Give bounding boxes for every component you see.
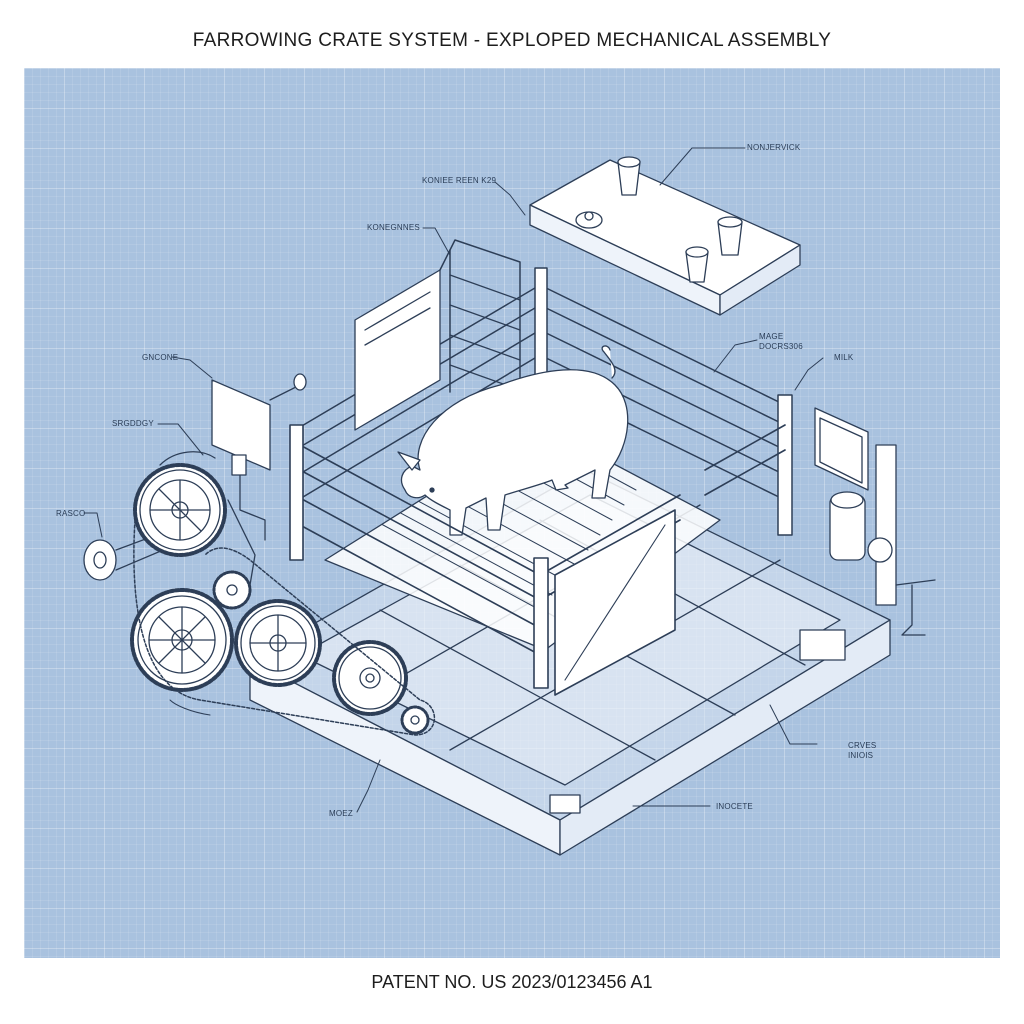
gear-tensioner bbox=[400, 705, 430, 735]
gear-large-bottom bbox=[130, 588, 234, 692]
tray-foot bbox=[549, 794, 581, 814]
tray-latch bbox=[799, 629, 846, 661]
callout-crves-line2: INIOIS bbox=[848, 751, 874, 760]
callout-nonjervick: NONJERVICK bbox=[747, 143, 801, 152]
callout-moez: MOEZ bbox=[329, 809, 353, 818]
callout-gncone: GNCONE bbox=[142, 353, 179, 362]
drive-pulley bbox=[83, 539, 117, 581]
callout-crves-line1: CRVES bbox=[848, 741, 877, 750]
motor-bracket bbox=[211, 373, 307, 541]
gear-small-idler bbox=[212, 570, 252, 610]
callout-rasco: RASCO bbox=[56, 509, 86, 518]
blueprint-sheet: NONJERVICK KONIEE REEN K29 KONEGNNES GNC… bbox=[24, 68, 1000, 958]
callout-konegnnes: KONEGNNES bbox=[367, 223, 420, 232]
callout-mage-line1: MAGE bbox=[759, 332, 784, 341]
gear-middle bbox=[234, 599, 322, 687]
gear-large-top bbox=[133, 463, 227, 557]
callout-mage-line2: DOCRS306 bbox=[759, 342, 803, 351]
callout-incete: INOCETE bbox=[716, 802, 753, 811]
assembly-drawing bbox=[83, 147, 936, 856]
gear-drive bbox=[83, 451, 436, 736]
callout-mage: MAGE DOCRS306 bbox=[759, 332, 803, 352]
callout-srgddgy: SRGDDGY bbox=[112, 419, 154, 428]
callout-crves: CRVES INIOIS bbox=[848, 741, 876, 761]
gear-right bbox=[332, 640, 408, 716]
patent-number: PATENT NO. US 2023/0123456 A1 bbox=[371, 972, 653, 992]
sow-illustration bbox=[397, 345, 629, 536]
crate-front-rails bbox=[289, 424, 786, 696]
diagram-title: FARROWING CRATE SYSTEM - EXPLOPED MECHAN… bbox=[192, 30, 832, 51]
callout-milk: MILK bbox=[834, 353, 854, 362]
callout-koniee: KONIEE REEN K29 bbox=[422, 176, 497, 185]
control-panel bbox=[529, 156, 801, 316]
drive-chain bbox=[133, 519, 436, 736]
side-motor bbox=[814, 407, 936, 636]
callout-leaders bbox=[83, 147, 824, 813]
